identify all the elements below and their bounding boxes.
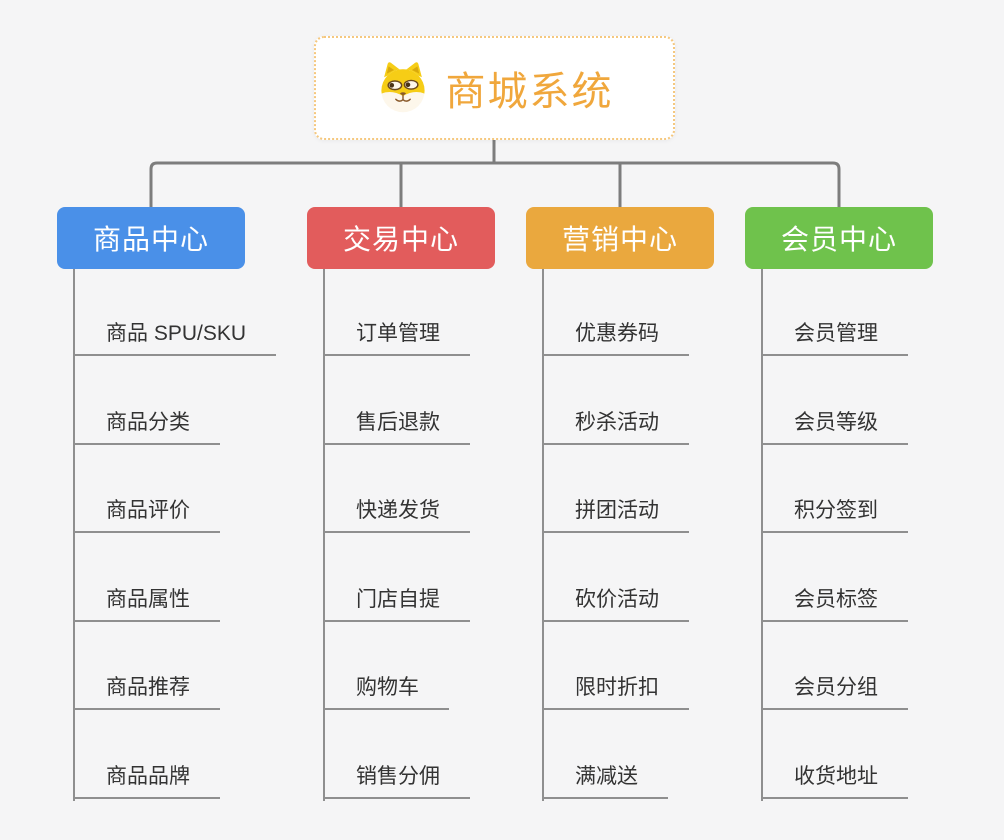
child-node[interactable]: 满减送 — [542, 763, 668, 799]
child-node[interactable]: 商品 SPU/SKU — [73, 320, 277, 356]
child-node[interactable]: 商品评价 — [73, 497, 220, 534]
shiba-dog-icon — [380, 62, 425, 113]
child-node[interactable]: 销售分佣 — [323, 763, 470, 799]
child-node[interactable]: 会员管理 — [761, 320, 908, 356]
child-node[interactable]: 商品推荐 — [73, 674, 220, 711]
branch-3: 营销中心优惠券码秒杀活动拼团活动砍价活动限时折扣满减送 — [526, 0, 806, 840]
child-node[interactable]: 收货地址 — [761, 763, 908, 799]
child-node[interactable]: 商品品牌 — [73, 763, 220, 799]
branch-trunk-line — [542, 269, 544, 801]
branch-4: 会员中心会员管理会员等级积分签到会员标签会员分组收货地址 — [745, 0, 1004, 840]
root-title: 商城系统 — [445, 70, 614, 114]
branch-label: 交易中心 — [342, 224, 459, 255]
branch-1: 商品中心商品 SPU/SKU 商品分类商品评价商品属性商品推荐商品品牌 — [57, 0, 337, 840]
branch-label: 会员中心 — [780, 224, 897, 255]
branch-label: 营销中心 — [561, 224, 678, 255]
branch-label: 商品中心 — [92, 224, 209, 255]
child-node[interactable]: 会员分组 — [761, 674, 908, 711]
child-node[interactable]: 购物车 — [323, 674, 449, 711]
child-node[interactable]: 拼团活动 — [542, 497, 689, 534]
branch-trunk-line — [73, 269, 75, 801]
branch-trunk-line — [761, 269, 763, 801]
branch-trunk-line — [323, 269, 325, 801]
child-node[interactable]: 限时折扣 — [542, 674, 689, 711]
child-node[interactable]: 砍价活动 — [542, 586, 689, 622]
child-node[interactable]: 商品属性 — [73, 586, 220, 622]
child-node[interactable]: 售后退款 — [323, 409, 470, 445]
child-node[interactable]: 会员等级 — [761, 409, 908, 445]
child-node[interactable]: 商品分类 — [73, 409, 220, 445]
child-node[interactable]: 订单管理 — [323, 320, 470, 356]
child-node[interactable]: 快递发货 — [323, 497, 470, 534]
branch-node[interactable]: 会员中心 — [745, 207, 933, 269]
root-node[interactable]: 商城系统 — [314, 36, 675, 140]
branch-node[interactable]: 营销中心 — [526, 207, 714, 269]
branch-node[interactable]: 交易中心 — [307, 207, 495, 269]
child-node[interactable]: 门店自提 — [323, 586, 470, 622]
child-node[interactable]: 积分签到 — [761, 497, 908, 534]
child-node[interactable]: 秒杀活动 — [542, 409, 689, 445]
child-node[interactable]: 优惠券码 — [542, 320, 689, 356]
child-node[interactable]: 会员标签 — [761, 586, 908, 622]
branch-2: 交易中心订单管理售后退款快递发货门店自提购物车销售分佣 — [307, 0, 587, 840]
branch-node[interactable]: 商品中心 — [57, 207, 245, 269]
